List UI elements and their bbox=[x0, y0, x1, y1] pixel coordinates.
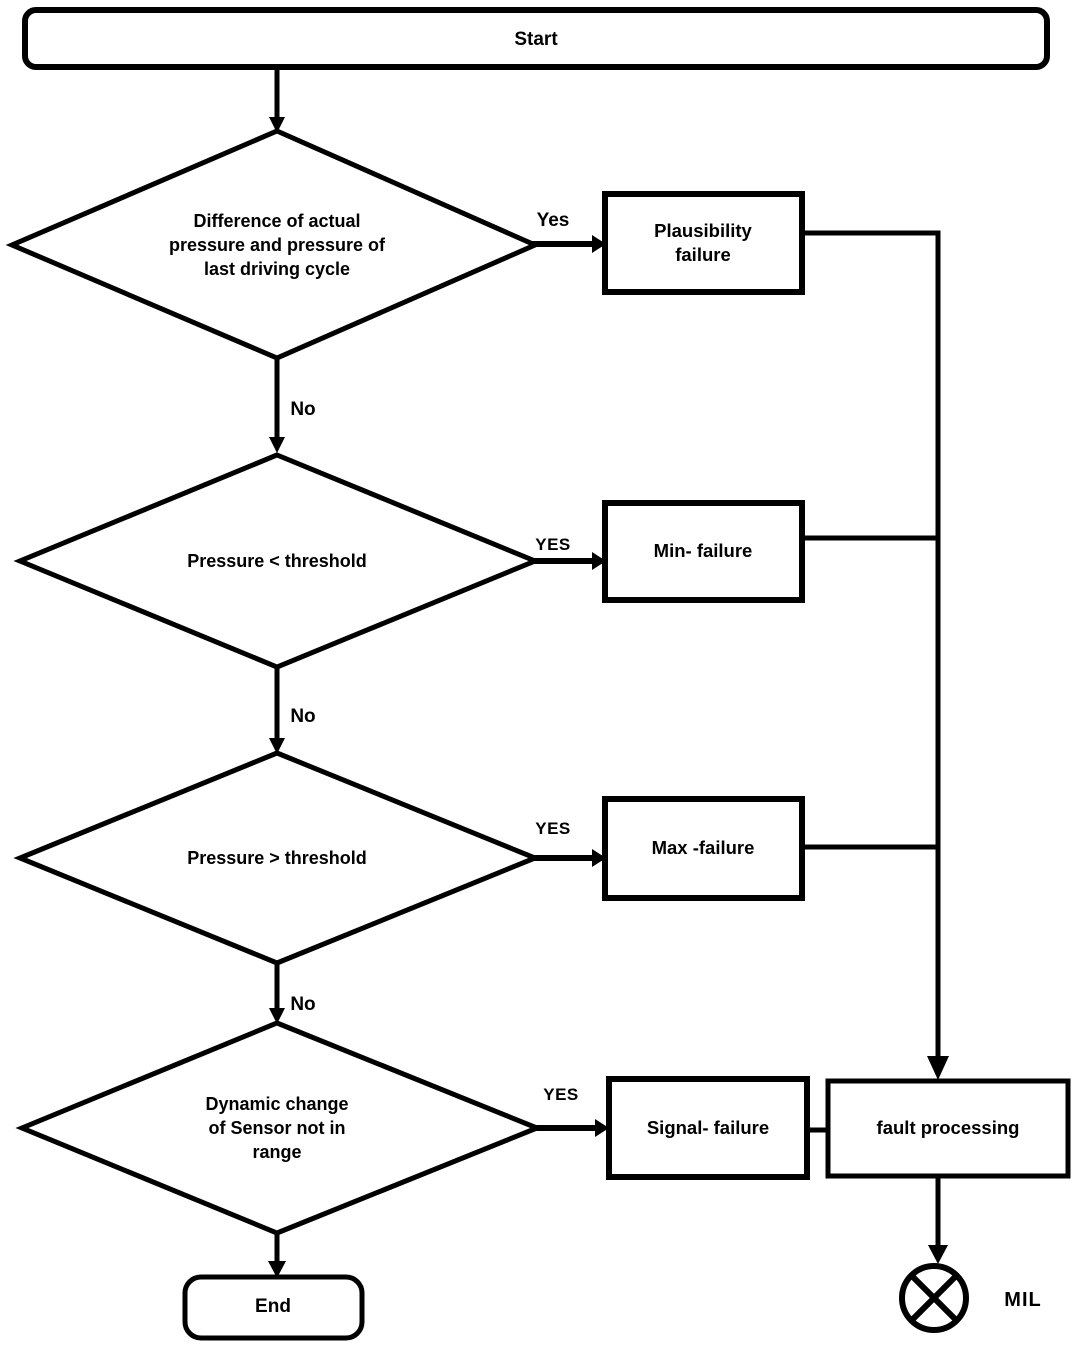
arrowhead-start-to-decision1 bbox=[269, 117, 285, 133]
arrowhead-trunk-into-fault-processing bbox=[927, 1056, 949, 1080]
decision4-yes-edge-label: YES bbox=[543, 1085, 579, 1104]
arrowhead-decision4-yes bbox=[595, 1119, 609, 1137]
start-node-label: Start bbox=[514, 29, 558, 50]
arrowhead-decision3-yes bbox=[592, 849, 606, 867]
decision4-line3: range bbox=[252, 1142, 302, 1162]
decision3-label: Pressure > threshold bbox=[187, 848, 367, 868]
arrowhead-decision1-yes bbox=[592, 235, 606, 253]
arrowhead-decision2-yes bbox=[592, 552, 606, 570]
connector-plausibility-to-fault-processing bbox=[799, 230, 941, 1059]
decision2-yes-edge-label: YES bbox=[535, 535, 571, 554]
plausibility-failure-line1: Plausibility bbox=[654, 220, 752, 241]
start-node-shape bbox=[22, 7, 1050, 70]
end-node-shape bbox=[182, 1274, 365, 1341]
arrowhead-decision3-no bbox=[269, 1008, 285, 1024]
min-failure-box-label: Min- failure bbox=[653, 540, 753, 561]
max-failure-box-label: Max -failure bbox=[651, 837, 755, 858]
end-node-label: End bbox=[255, 1296, 291, 1317]
decision1-no-edge-label: No bbox=[290, 399, 316, 420]
fault-processing-box-shape bbox=[825, 1078, 1071, 1179]
arrowhead-decision4-to-end bbox=[268, 1261, 286, 1278]
mil-lamp-cross-line2 bbox=[907, 1271, 961, 1325]
decision2-label: Pressure < threshold bbox=[187, 551, 367, 571]
plausibility-failure-box-label: Plausibility failure bbox=[654, 219, 752, 267]
min-failure-box-shape bbox=[602, 500, 805, 603]
mil-lamp-icon bbox=[899, 1263, 969, 1333]
decision1-label: Difference of actual pressure and pressu… bbox=[169, 209, 385, 281]
plausibility-failure-line2: failure bbox=[675, 244, 731, 265]
decision1-line1: Difference of actual bbox=[193, 211, 361, 231]
decision1-line2: pressure and pressure of bbox=[168, 235, 386, 255]
decision3-yes-edge-label: YES bbox=[535, 819, 571, 838]
fault-processing-box-label: fault processing bbox=[876, 1117, 1020, 1138]
decision2-no-edge-label: No bbox=[290, 706, 316, 727]
arrowhead-decision2-no bbox=[269, 738, 285, 754]
decision1-yes-edge-label: Yes bbox=[536, 210, 570, 231]
decision4-line1: Dynamic change bbox=[205, 1094, 349, 1114]
plausibility-failure-box-shape bbox=[602, 191, 805, 295]
mil-label: MIL bbox=[1004, 1289, 1042, 1311]
decision4-label: Dynamic change of Sensor not in range bbox=[205, 1092, 348, 1164]
decision3-no-edge-label: No bbox=[290, 994, 316, 1015]
decision1-line3: last driving cycle bbox=[203, 259, 351, 279]
decision4-line2: of Sensor not in bbox=[208, 1118, 346, 1138]
arrowhead-fault-processing-to-mil bbox=[928, 1245, 948, 1264]
arrowhead-decision1-no bbox=[269, 437, 285, 453]
signal-failure-box-label: Signal- failure bbox=[646, 1117, 770, 1138]
